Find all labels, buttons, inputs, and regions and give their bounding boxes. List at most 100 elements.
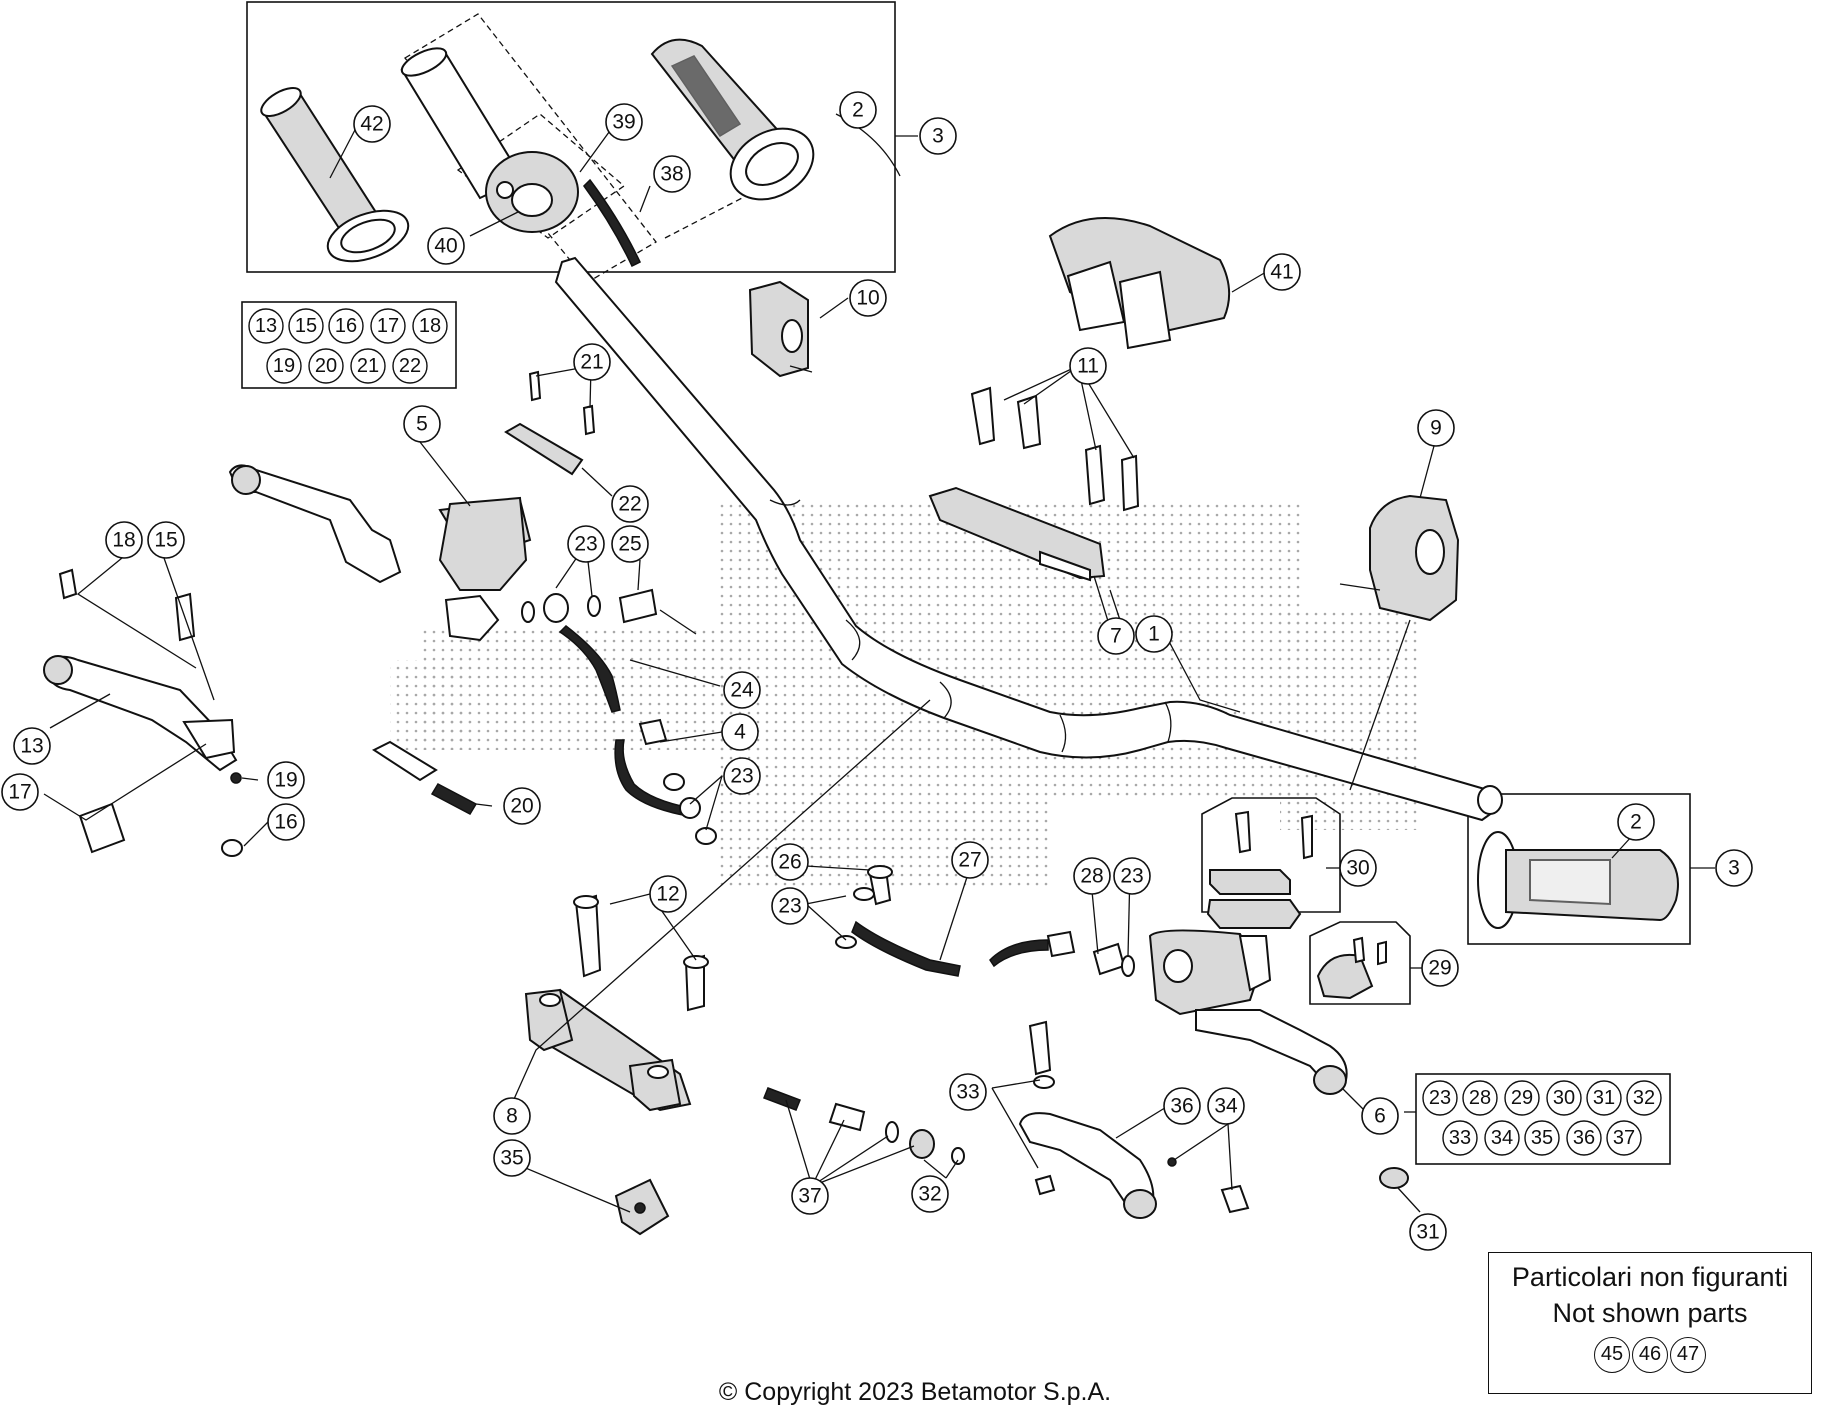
svg-text:34: 34 [1491,1127,1513,1149]
svg-text:28: 28 [1080,865,1103,888]
callout-16: 16 [267,803,305,841]
callout-28: 28 [1073,857,1111,895]
callout-23-mid: 23 [723,757,761,795]
callout-1: 1 [1135,615,1173,653]
callout-20: 20 [503,787,541,825]
svg-text:17: 17 [8,781,31,804]
kit-5-item: 17 [370,308,406,344]
kit-6-item: 23 [1422,1080,1458,1116]
svg-text:30: 30 [1553,1087,1575,1109]
svg-text:15: 15 [154,529,177,552]
svg-text:32: 32 [1633,1087,1655,1109]
svg-text:25: 25 [618,533,641,556]
clamp-bolts-12 [573,894,709,1012]
kit-6-item: 29 [1504,1080,1540,1116]
not-shown-code: 45 [1594,1337,1630,1373]
callout-32: 32 [911,1175,949,1213]
callout-26: 26 [771,843,809,881]
svg-text:13: 13 [255,315,277,337]
callout-31: 31 [1409,1213,1447,1251]
callout-25: 25 [611,525,649,563]
svg-text:5: 5 [416,413,428,436]
callout-5: 5 [403,405,441,443]
svg-text:24: 24 [730,679,754,702]
svg-text:20: 20 [510,795,533,818]
kit-6-item: 34 [1484,1120,1520,1156]
svg-text:41: 41 [1270,261,1293,284]
kit-5-item: 20 [308,348,344,384]
svg-text:21: 21 [580,351,603,374]
kit-5-item: 22 [392,348,428,384]
right-grip-top [650,38,815,201]
kit-5-item: 16 [328,308,364,344]
kit-6-item: 37 [1606,1120,1642,1156]
svg-text:37: 37 [1613,1127,1635,1149]
svg-text:26: 26 [778,851,801,874]
throttle-housing-39-40 [485,151,641,268]
callout-39: 39 [605,103,643,141]
leader-lines [43,113,1715,1213]
front-brake-hose [835,865,1135,977]
svg-text:19: 19 [273,355,295,377]
svg-text:22: 22 [618,493,641,516]
svg-text:38: 38 [660,163,683,186]
svg-text:23: 23 [574,533,597,556]
handlebar-tube [554,256,1503,822]
svg-text:3: 3 [1728,857,1740,880]
svg-text:23: 23 [1429,1087,1451,1109]
callout-40: 40 [427,227,465,265]
svg-text:29: 29 [1428,957,1451,980]
svg-text:4: 4 [734,721,746,744]
right-grip-2 [1477,831,1679,929]
rear-brake-master-cylinder [228,464,532,642]
callout-19: 19 [267,761,305,799]
svg-text:8: 8 [506,1105,518,1128]
svg-text:23: 23 [778,895,801,918]
clamp-kit-frame [1309,921,1411,1005]
callout-35: 35 [493,1139,531,1177]
pads-30 [1206,810,1313,929]
svg-text:23: 23 [1120,865,1143,888]
svg-text:33: 33 [956,1081,979,1104]
callout-3-top: 3 [919,117,957,155]
left-grip-42 [260,87,410,263]
kit-6-item: 33 [1442,1120,1478,1156]
reservoir-cover-22 [504,370,596,476]
not-shown-parts-box: Particolari non figuranti Not shown part… [1488,1252,1812,1394]
kit-5-item: 18 [412,308,448,344]
clamp-screws-11 [970,386,1140,512]
svg-text:29: 29 [1511,1087,1533,1109]
svg-text:3: 3 [932,125,944,148]
clutch-lever-13 [43,568,243,857]
kit-6-item: 32 [1626,1080,1662,1116]
front-brake-master-cylinder [1148,929,1348,1095]
svg-text:42: 42 [360,113,383,136]
callout-30: 30 [1339,849,1377,887]
kit-5-item: 15 [288,308,324,344]
kit-5-item: 21 [350,348,386,384]
svg-text:10: 10 [856,287,879,310]
svg-text:22: 22 [399,355,421,377]
svg-text:19: 19 [274,769,297,792]
svg-text:1: 1 [1148,623,1160,646]
svg-text:18: 18 [112,529,135,552]
svg-text:37: 37 [798,1185,821,1208]
svg-text:6: 6 [1374,1105,1386,1128]
callout-29: 29 [1421,949,1459,987]
svg-text:31: 31 [1593,1087,1615,1109]
callout-27: 27 [951,841,989,879]
switch-10 [748,280,813,378]
callout-17: 17 [1,773,39,811]
svg-text:31: 31 [1416,1221,1439,1244]
callout-42: 42 [353,105,391,143]
kit-5-item: 13 [248,308,284,344]
callout-11: 11 [1069,347,1107,385]
nut-31 [1379,1167,1409,1189]
callout-13: 13 [13,727,51,765]
copyright-notice: © Copyright 2023 Betamotor S.p.A. [718,1378,1112,1406]
svg-text:2: 2 [1630,811,1642,834]
svg-text:33: 33 [1449,1127,1471,1149]
not-shown-code: 47 [1670,1337,1706,1373]
svg-text:17: 17 [377,315,399,337]
svg-text:35: 35 [1531,1127,1553,1149]
